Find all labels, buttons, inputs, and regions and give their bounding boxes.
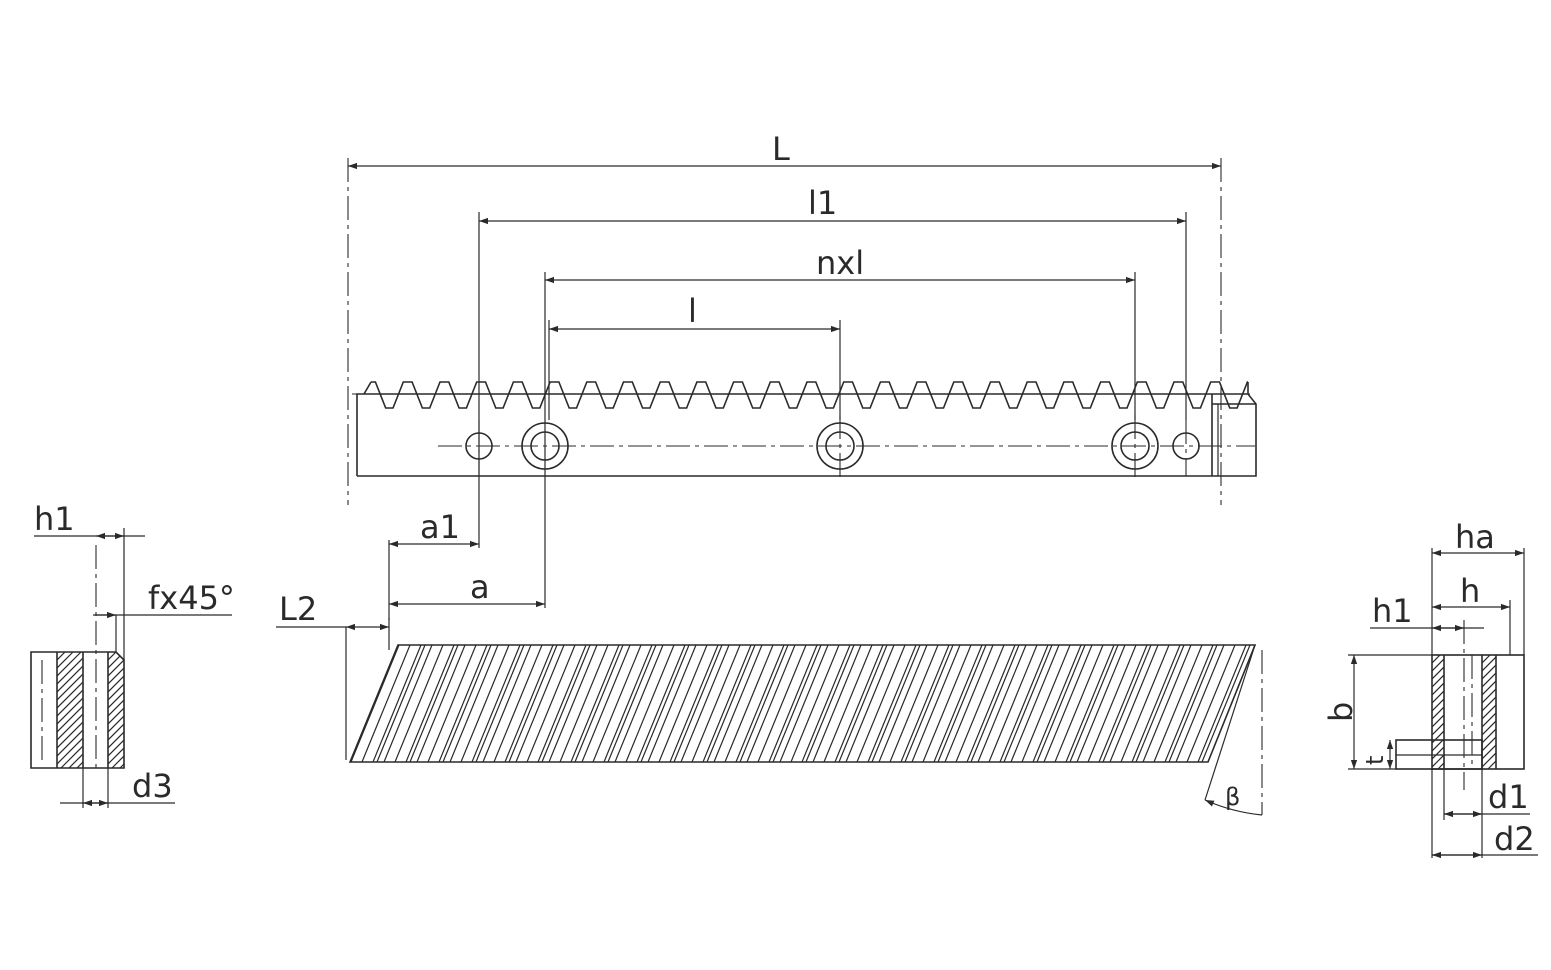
label-a1: a1 (420, 508, 460, 546)
label-a: a (470, 568, 490, 606)
label-fx45: fx45° (148, 579, 235, 617)
label-d3: d3 (132, 767, 173, 805)
left-section-view: h1 fx45° d3 (30, 500, 235, 808)
label-L: L (772, 130, 790, 168)
rack-teeth (363, 381, 1249, 409)
dimension-lines: L l1 nxl l a1 a L2 (276, 130, 1222, 760)
label-t: t (1361, 756, 1389, 765)
rack-top-view (352, 381, 1257, 478)
label-l: l (688, 292, 697, 330)
label-beta: β (1225, 783, 1240, 811)
rack-outline (356, 393, 1257, 477)
label-l1: l1 (808, 184, 837, 222)
label-h: h (1460, 572, 1480, 610)
label-ha: ha (1455, 518, 1495, 556)
label-nxl: nxl (816, 244, 864, 282)
label-L2: L2 (279, 590, 317, 628)
label-h1-left: h1 (34, 500, 75, 538)
label-d2: d2 (1494, 820, 1535, 858)
helical-teeth-lines (350, 645, 1255, 762)
right-section-view: ha h h1 b t d1 d2 (1322, 518, 1538, 859)
tooth-profile (371, 381, 1249, 409)
label-b: b (1322, 702, 1360, 722)
beta-arc (1204, 799, 1263, 816)
label-d1: d1 (1488, 778, 1529, 816)
label-h1-right: h1 (1372, 592, 1413, 630)
rack-front-view: β (348, 644, 1263, 816)
